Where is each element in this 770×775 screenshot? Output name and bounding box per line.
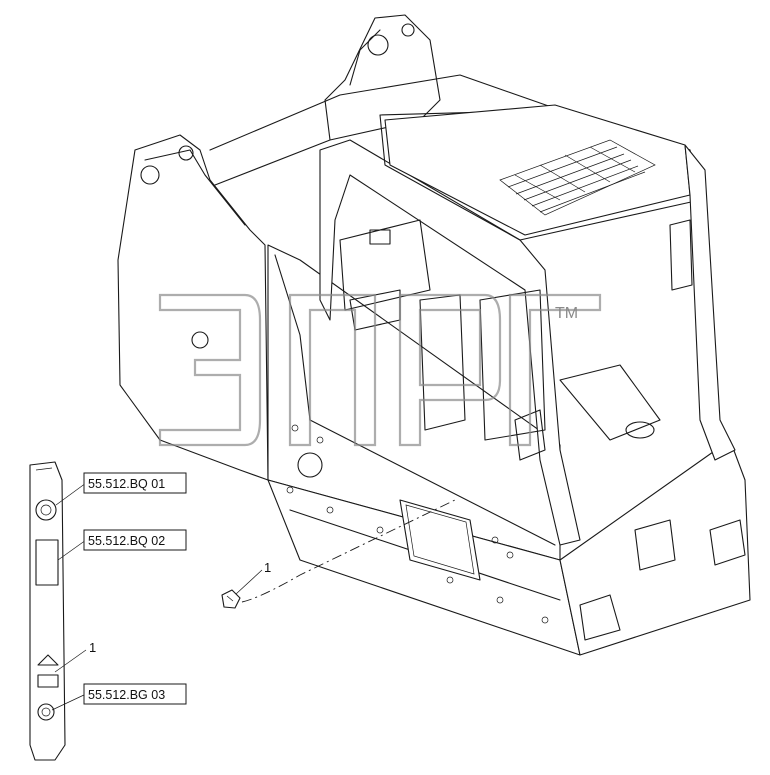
item-number-1-detail: 1 — [89, 640, 96, 655]
callout-bq02-label: 55.512.BQ 02 — [88, 534, 165, 548]
callout-bq01-label: 55.512.BQ 01 — [88, 477, 165, 491]
cab-roof-grille — [499, 139, 656, 216]
chassis-frame — [117, 14, 751, 656]
connector-part — [221, 589, 241, 609]
callout-bg03[interactable]: 55.512.BG 03 — [83, 683, 187, 705]
side-strip-detail — [29, 461, 66, 761]
leader-lines — [51, 482, 263, 711]
item-number-1-main: 1 — [264, 560, 271, 575]
watermark-trademark: TM — [555, 305, 578, 322]
callout-bq02[interactable]: 55.512.BQ 02 — [83, 529, 187, 551]
watermark-logo: TM — [158, 293, 602, 447]
callout-bg03-label: 55.512.BG 03 — [88, 688, 165, 702]
bolt-holes — [286, 424, 549, 624]
assembly-line — [241, 499, 456, 603]
callout-bq01[interactable]: 55.512.BQ 01 — [83, 472, 187, 494]
